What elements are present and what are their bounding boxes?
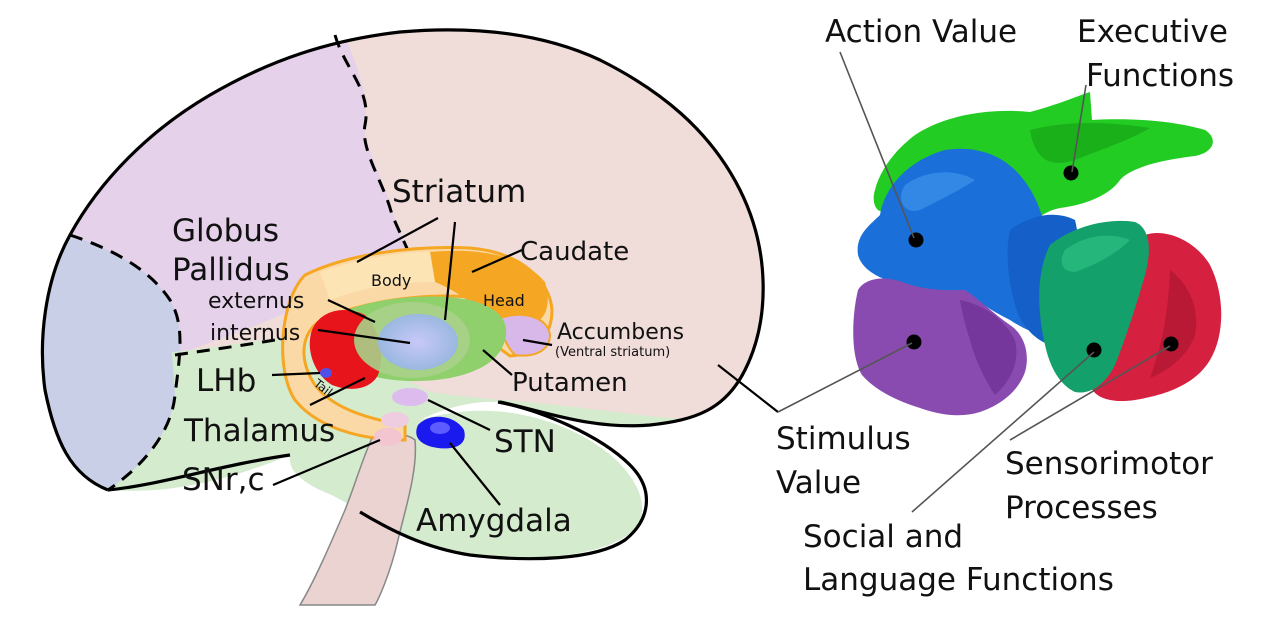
central-sulcus-dash xyxy=(333,34,412,256)
leader-striatum-putamen xyxy=(443,221,457,321)
executive-shadow xyxy=(1030,123,1150,163)
label-putamen: Putamen xyxy=(512,368,628,398)
brainstem xyxy=(298,433,417,606)
action-value-highlight xyxy=(900,172,975,211)
leader-amygdala xyxy=(449,442,501,506)
sensorimotor-region xyxy=(1090,233,1222,402)
leader-caudate xyxy=(471,248,523,274)
caudate-head xyxy=(430,250,548,321)
stimulus-value-dark xyxy=(960,300,1017,395)
label-stimulus-line2: Value xyxy=(776,465,861,501)
leader-stn xyxy=(427,399,491,431)
social-language-highlight xyxy=(1061,235,1130,272)
leader-putamen xyxy=(482,349,513,376)
brain-illustration: Striatum Globus Pallidus externus intern… xyxy=(40,28,779,606)
striatum-3d-model: Action Value Executive Functions Stimulu… xyxy=(776,14,1234,598)
leader-striatum-body xyxy=(356,217,439,263)
leader-executive xyxy=(1071,84,1087,173)
label-stn: STN xyxy=(494,424,556,460)
label-social-line2: Language Functions xyxy=(803,562,1114,598)
dot-action-value xyxy=(908,232,924,248)
leader-snrc xyxy=(272,438,381,487)
label-head: Head xyxy=(483,291,525,310)
frontal-bottom-outline xyxy=(107,453,291,492)
globus-pallidus-internus xyxy=(378,314,458,370)
label-executive-line1: Executive xyxy=(1077,14,1228,50)
label-caudate: Caudate xyxy=(520,237,629,267)
label-internus: internus xyxy=(210,321,300,346)
label-striatum: Striatum xyxy=(392,174,526,210)
occipital-border-dash xyxy=(69,233,182,492)
leader-externus xyxy=(327,299,376,323)
leader-sensorimotor xyxy=(1009,345,1171,441)
temporal-outline xyxy=(359,400,648,561)
dot-social xyxy=(1086,342,1102,358)
leader-internus xyxy=(317,328,411,345)
stn-lower-blob xyxy=(381,412,409,428)
leader-social xyxy=(911,351,1095,513)
leader-accumbens xyxy=(522,338,553,347)
label-action-value: Action Value xyxy=(825,14,1017,50)
subthalamic-nucleus xyxy=(392,388,428,406)
leader-stimulus-right xyxy=(777,342,913,413)
label-globus-line2: Pallidus xyxy=(172,252,290,288)
leader-lhb xyxy=(271,371,321,377)
dot-stimulus xyxy=(906,334,922,350)
label-externus: externus xyxy=(208,289,304,314)
leader-action-value xyxy=(839,51,915,239)
label-lhb: LHb xyxy=(196,363,256,399)
caudate-body xyxy=(320,252,435,300)
label-sensorimotor-line1: Sensorimotor xyxy=(1005,446,1213,482)
label-thalamus: Thalamus xyxy=(183,413,335,449)
leader-thalamus xyxy=(309,377,366,406)
amygdala-highlight xyxy=(430,422,450,434)
substantia-nigra xyxy=(374,428,402,446)
label-snrc: SNr,c xyxy=(182,462,265,498)
dot-executive xyxy=(1063,165,1079,181)
label-sensorimotor-line2: Processes xyxy=(1005,490,1158,526)
label-ventral-striatum: (Ventral striatum) xyxy=(555,345,670,360)
temporal-border-dash xyxy=(174,338,276,357)
label-amygdala: Amygdala xyxy=(416,503,572,539)
lateral-habenula xyxy=(320,368,332,378)
leader-stimulus-left xyxy=(717,364,779,413)
label-executive-line2: Functions xyxy=(1086,58,1234,94)
label-social-line1: Social and xyxy=(803,519,963,555)
brain-outline xyxy=(40,28,765,492)
label-stimulus-line1: Stimulus xyxy=(776,421,911,457)
label-accumbens: Accumbens xyxy=(557,320,684,345)
label-globus-line1: Globus xyxy=(172,213,279,249)
label-body: Body xyxy=(371,271,411,290)
